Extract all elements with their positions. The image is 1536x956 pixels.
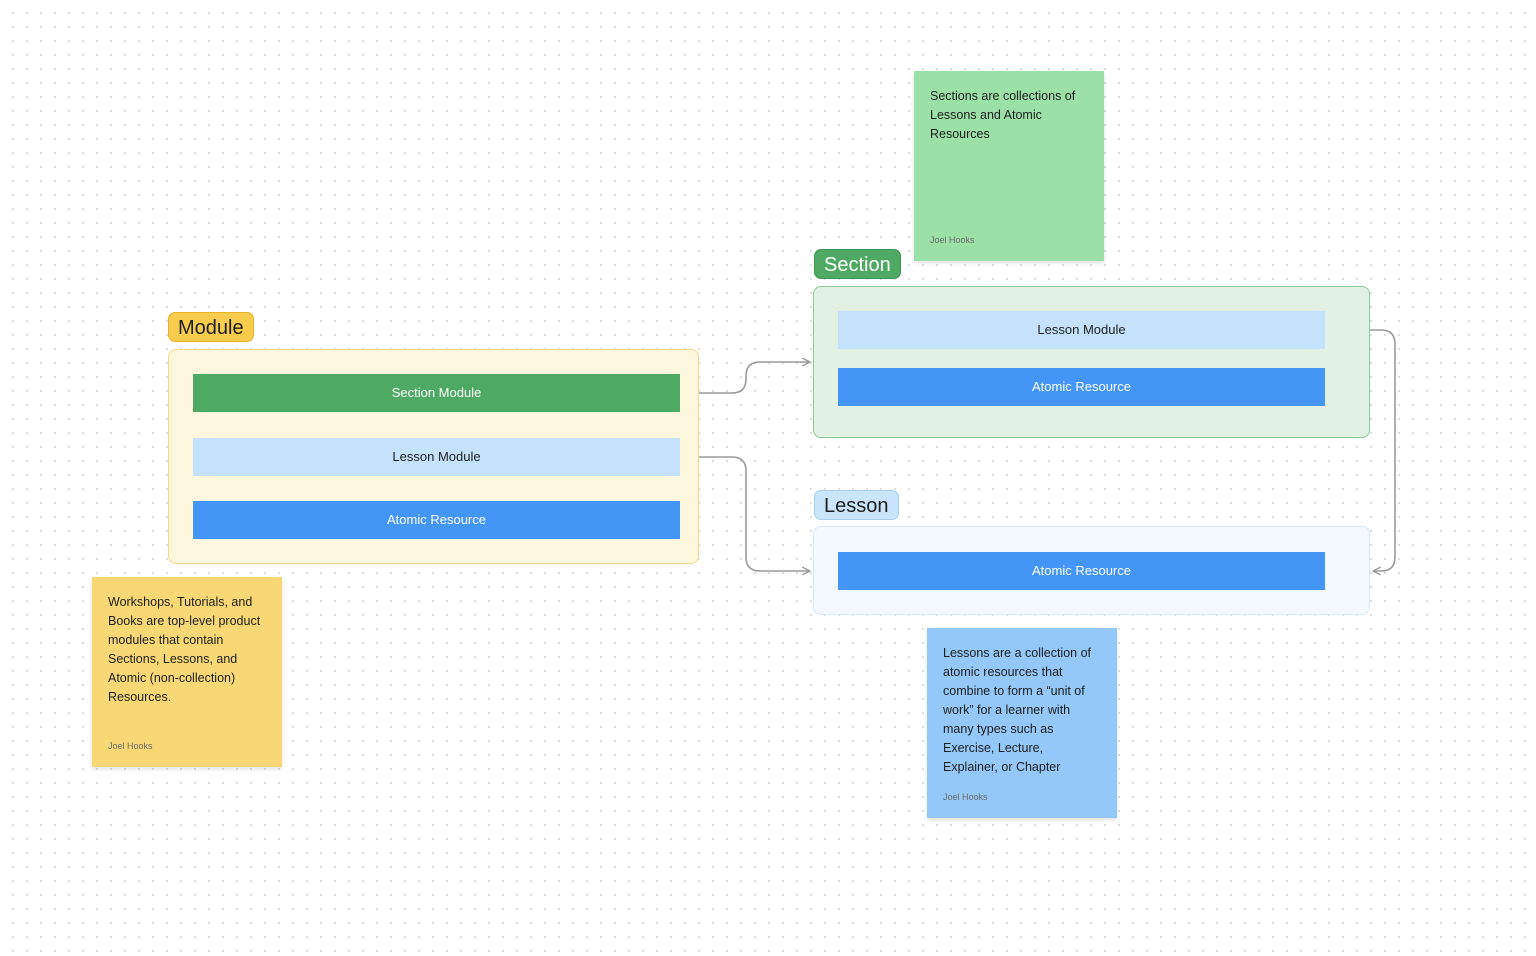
lesson-sticky-note[interactable]: Lessons are a collection of atomic resou… xyxy=(927,628,1117,818)
lesson-atomic-resource-bar[interactable]: Atomic Resource xyxy=(838,552,1325,590)
sticky-note-text: Sections are collections of Lessons and … xyxy=(930,89,1076,141)
module-section-module-bar[interactable]: Section Module xyxy=(193,374,680,412)
connector-section-module-to-section[interactable] xyxy=(681,357,811,394)
module-sticky-note[interactable]: Workshops, Tutorials, and Books are top-… xyxy=(92,577,282,767)
module-lesson-module-bar[interactable]: Lesson Module xyxy=(193,438,680,476)
section-frame[interactable] xyxy=(813,286,1370,438)
section-atomic-resource-bar[interactable]: Atomic Resource xyxy=(838,368,1325,406)
sticky-note-author: Joel Hooks xyxy=(930,235,975,245)
sticky-note-author: Joel Hooks xyxy=(943,792,988,802)
section-sticky-note[interactable]: Sections are collections of Lessons and … xyxy=(914,71,1104,261)
connector-lesson-module-to-lesson[interactable] xyxy=(681,456,811,576)
section-lesson-module-bar[interactable]: Lesson Module xyxy=(838,311,1325,349)
section-tag[interactable]: Section xyxy=(814,249,901,279)
module-tag[interactable]: Module xyxy=(168,312,254,342)
sticky-note-text: Workshops, Tutorials, and Books are top-… xyxy=(108,595,261,704)
module-atomic-resource-bar[interactable]: Atomic Resource xyxy=(193,501,680,539)
lesson-tag[interactable]: Lesson xyxy=(814,490,899,520)
sticky-note-text: Lessons are a collection of atomic resou… xyxy=(943,646,1092,774)
sticky-note-author: Joel Hooks xyxy=(108,741,153,751)
